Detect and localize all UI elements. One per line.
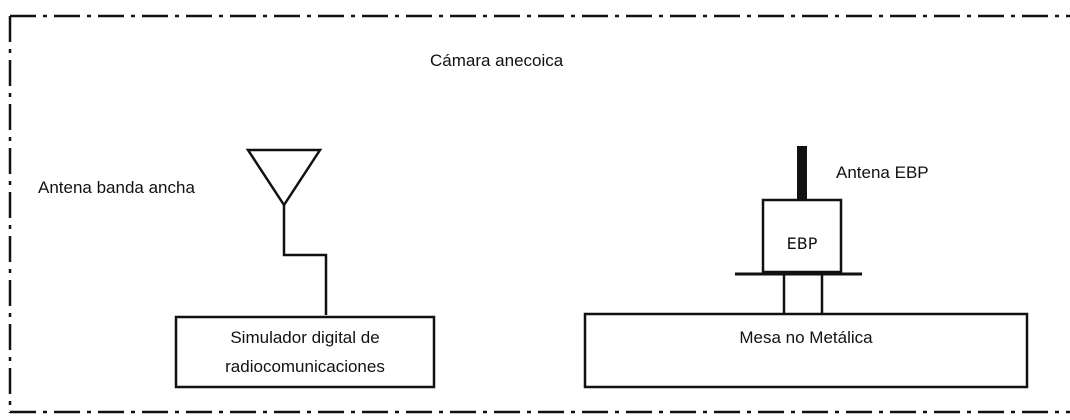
table-label: Mesa no Metálica (739, 328, 873, 347)
ebp-device-box (761, 198, 843, 274)
table-box (583, 312, 1029, 389)
ebp-device-label: EBP (787, 234, 818, 253)
antenna-cable (282, 205, 328, 315)
ebp-antenna-label: Antena EBP (836, 163, 929, 182)
chamber-boundary (8, 14, 1070, 414)
simulator-label-line2: radiocomunicaciones (225, 357, 385, 376)
ebp-antenna-icon (797, 146, 807, 200)
broadband-antenna-icon (245, 148, 323, 208)
broadband-antenna-label: Antena banda ancha (38, 178, 195, 197)
simulator-label-line1: Simulador digital de (230, 328, 379, 347)
chamber-label: Cámara anecoica (430, 51, 564, 70)
simulator-box (174, 315, 436, 389)
